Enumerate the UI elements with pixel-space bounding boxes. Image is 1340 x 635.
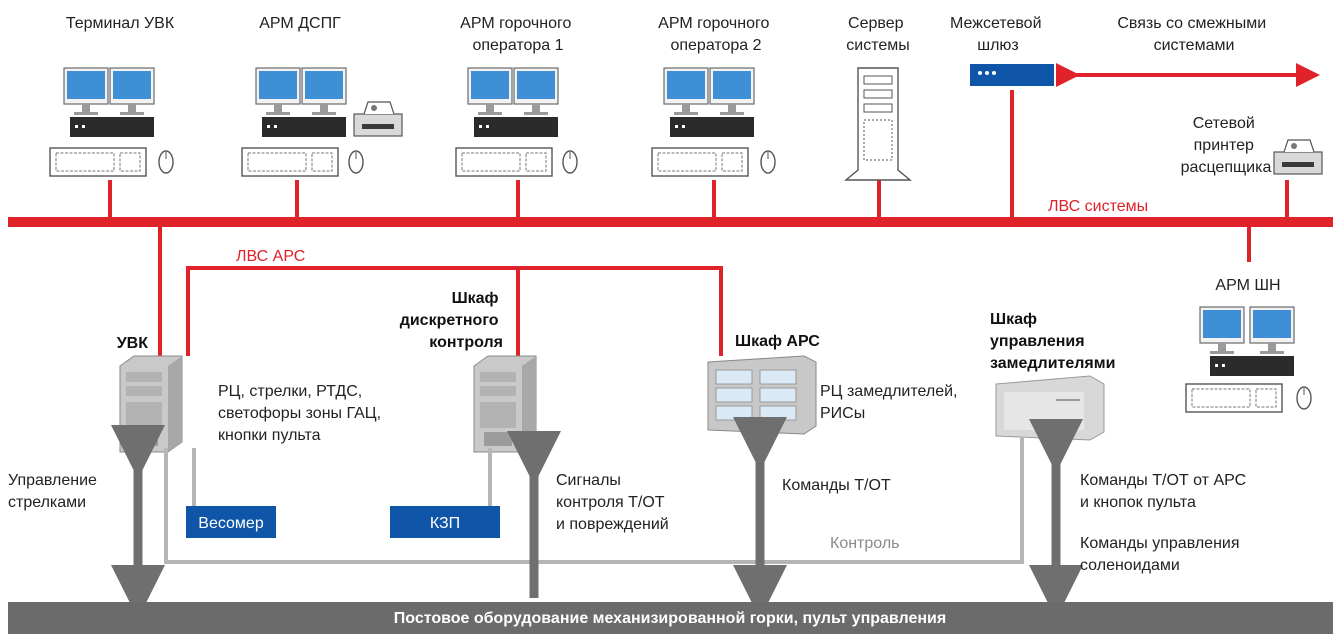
arm-dspg-computer-icon bbox=[241, 67, 403, 177]
commands-ars-label: Команды Т/ОТ от АРС и кнопок пульта bbox=[1080, 472, 1251, 511]
uvk-description: РЦ, стрелки, РТДС, светофоры зоны ГАЦ, к… bbox=[218, 383, 385, 444]
discrete-control-cabinet-icon bbox=[473, 355, 537, 453]
commands-label: Команды Т/ОТ bbox=[782, 477, 891, 494]
discrete-cabinet-label: Шкаф дискретного контроля bbox=[400, 290, 503, 351]
solenoid-commands-label: Команды управления соленоидами bbox=[1080, 535, 1244, 574]
network-printer-icon bbox=[1273, 139, 1323, 175]
arm-operator2-computer-icon bbox=[651, 67, 776, 177]
terminal-uvk-label: Терминал УВК bbox=[66, 15, 175, 32]
arm-shn-label: АРМ ШН bbox=[1215, 277, 1280, 294]
server-label: Сервер системы bbox=[846, 15, 909, 54]
vesomer-label: Весомер bbox=[198, 515, 264, 532]
bottom-bar bbox=[8, 602, 1333, 634]
arm-operator1-label: АРМ горочного оператора 1 bbox=[460, 15, 576, 54]
ars-cabinet-icon bbox=[707, 355, 817, 435]
ars-cabinet-label: Шкаф АРС bbox=[735, 333, 820, 350]
retarders-cabinet-label: Шкаф управления замедлителями bbox=[990, 311, 1115, 372]
network-printer-label: Сетевой принтер расцепщика bbox=[1181, 115, 1272, 176]
gateway-label: Межсетевой шлюз bbox=[950, 15, 1046, 54]
control-signals-label: Сигналы контроля Т/ОТ и повреждений bbox=[556, 472, 669, 533]
arm-dspg-label: АРМ ДСПГ bbox=[259, 15, 341, 32]
switch-control-label: Управление стрелками bbox=[8, 472, 101, 511]
lan-system-label: ЛВС системы bbox=[1048, 198, 1148, 215]
ars-description: РЦ замедлителей, РИСы bbox=[820, 383, 962, 422]
uvk-cabinet-label: УВК bbox=[117, 335, 149, 352]
gateway-icon bbox=[970, 64, 1054, 86]
terminal-uvk-computer-icon bbox=[49, 67, 174, 177]
arm-shn-computer-icon bbox=[1185, 306, 1312, 413]
lan-ars-label: ЛВС АРС bbox=[236, 248, 305, 265]
vesomer-box bbox=[186, 506, 276, 538]
server-icon bbox=[844, 67, 912, 181]
arm-operator1-computer-icon bbox=[455, 67, 578, 177]
arm-operator2-label: АРМ горочного оператора 2 bbox=[658, 15, 774, 54]
uvk-cabinet-icon bbox=[119, 355, 183, 453]
bottom-bar-label: Постовое оборудование механизированной г… bbox=[394, 610, 946, 627]
monitoring-label: Контроль bbox=[830, 535, 900, 552]
retarders-cabinet-icon bbox=[995, 375, 1105, 441]
kzp-label: КЗП bbox=[430, 515, 460, 532]
kzp-box bbox=[390, 506, 500, 538]
adjacent-link-label: Связь со смежными системами bbox=[1117, 15, 1270, 54]
